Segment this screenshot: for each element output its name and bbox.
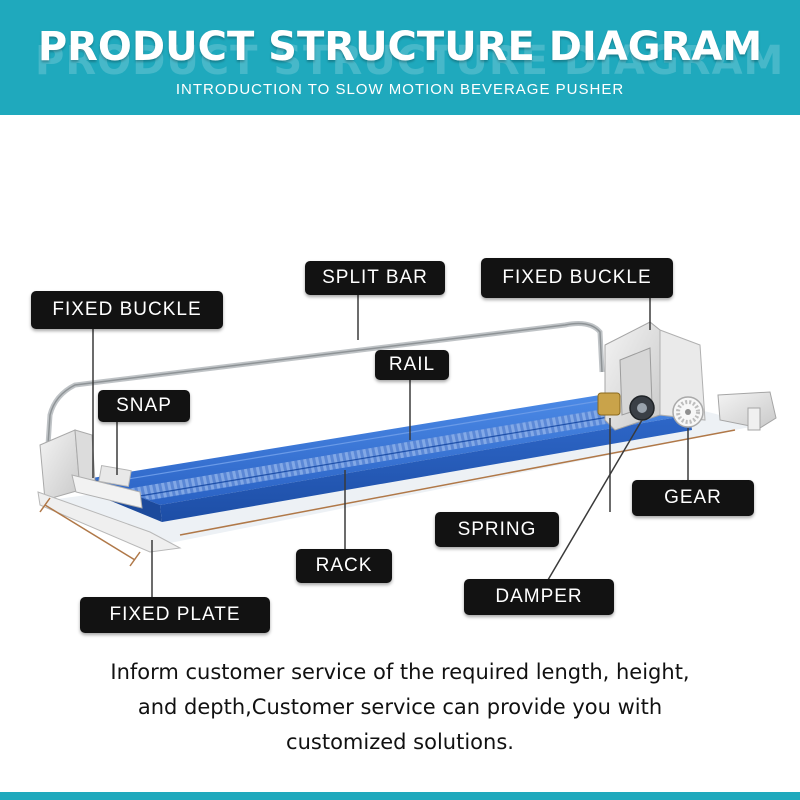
label-snap: SNAP <box>98 390 190 422</box>
page-subtitle: INTRODUCTION TO SLOW MOTION BEVERAGE PUS… <box>175 81 625 98</box>
header-ghost-title: PRODUCT STRUCTURE DIAGRAM <box>35 38 785 84</box>
spring-housing <box>597 392 621 416</box>
fixed-plate <box>37 491 182 553</box>
label-spring: SPRING <box>435 512 559 547</box>
page-title: PRODUCT STRUCTURE DIAGRAM <box>37 24 763 70</box>
bottom-accent-bar <box>0 792 800 800</box>
customization-note: Inform customer service of the required … <box>0 655 800 760</box>
rail-front <box>160 415 692 522</box>
label-fixed-buckle-left: FIXED BUCKLE <box>31 291 223 329</box>
header-banner: PRODUCT STRUCTURE DIAGRAM PRODUCT STRUCT… <box>0 0 800 115</box>
end-cap <box>717 391 777 429</box>
label-fixed-buckle-right: FIXED BUCKLE <box>481 258 673 298</box>
note-line-1: Inform customer service of the required … <box>110 660 690 684</box>
label-split-bar: SPLIT BAR <box>305 261 445 295</box>
gear-wheel <box>672 396 704 428</box>
label-damper: DAMPER <box>464 579 614 615</box>
label-rack: RACK <box>296 549 392 583</box>
note-line-3: customized solutions. <box>286 730 514 754</box>
snap <box>71 474 143 509</box>
label-gear: GEAR <box>632 480 754 516</box>
dimension-line <box>44 504 136 561</box>
note-line-2: and depth,Customer service can provide y… <box>137 695 663 719</box>
label-rail: RAIL <box>375 350 449 380</box>
label-fixed-plate: FIXED PLATE <box>80 597 270 633</box>
